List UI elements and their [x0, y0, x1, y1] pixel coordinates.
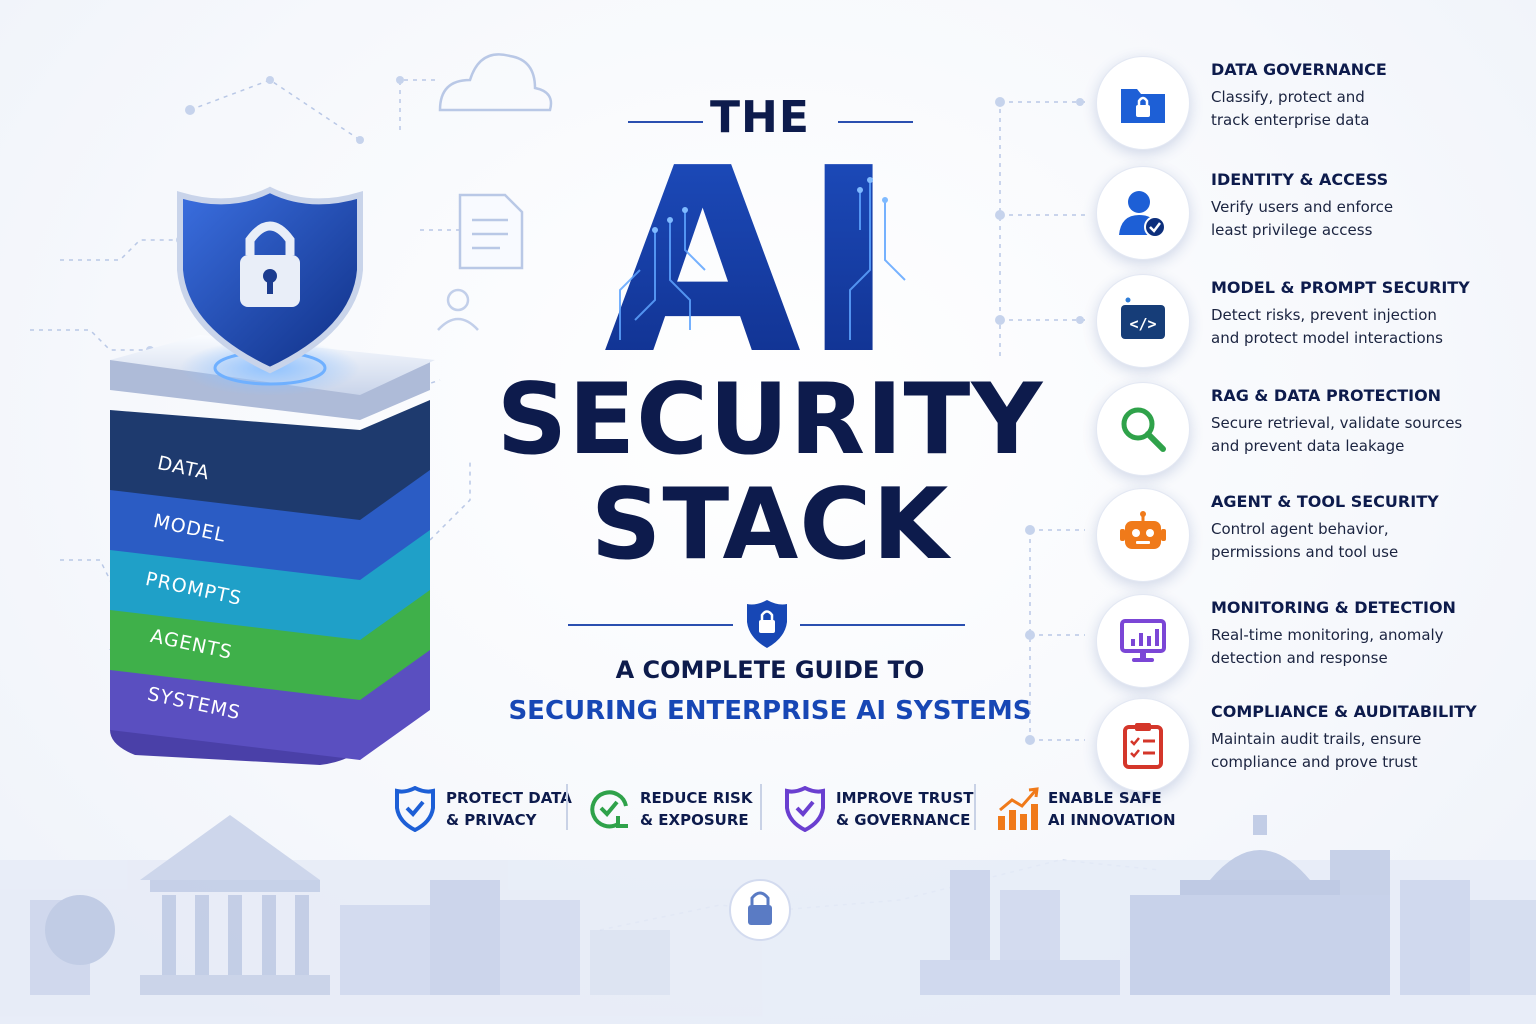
shield-lock-small-icon: [747, 600, 787, 648]
feature-identity-access: IDENTITY & ACCESS Verify users and enfor…: [1096, 166, 1526, 266]
benefit-reduce-risk: REDUCE RISK& EXPOSURE: [588, 780, 758, 836]
magnifier-icon: [1096, 382, 1190, 476]
subtitle-line2: SECURING ENTERPRISE AI SYSTEMS: [508, 696, 1032, 726]
benefit-protect-data: PROTECT DATA& PRIVACY: [394, 780, 572, 836]
feature-title: RAG & DATA PROTECTION: [1211, 386, 1442, 405]
title-the: THE: [710, 92, 810, 143]
benefit-divider: [974, 784, 976, 830]
feature-model-prompt-security: </> MODEL & PROMPT SECURITY Detect risks…: [1096, 274, 1526, 374]
clipboard-check-icon: [1096, 698, 1190, 792]
shield-check-purple-icon: [785, 786, 825, 832]
title-security: SECURITY: [496, 363, 1044, 477]
security-stack-illustration: [110, 186, 435, 765]
code-window-icon: </>: [1096, 274, 1190, 368]
svg-text:</>: </>: [1129, 315, 1156, 333]
feature-title: MODEL & PROMPT SECURITY: [1211, 278, 1470, 297]
benefit-text: PROTECT DATA& PRIVACY: [446, 789, 572, 829]
benefit-improve-trust: IMPROVE TRUST& GOVERNANCE: [784, 780, 973, 836]
divider-left: [568, 624, 733, 626]
layer-data: [110, 400, 430, 520]
subtitle-line1: A COMPLETE GUIDE TO: [615, 656, 925, 684]
shield-lock-icon: [177, 186, 363, 374]
feature-title: COMPLIANCE & AUDITABILITY: [1211, 702, 1477, 721]
feature-title: AGENT & TOOL SECURITY: [1211, 492, 1439, 511]
title-ai-text: AI: [604, 150, 896, 360]
benefit-text: IMPROVE TRUST& GOVERNANCE: [836, 789, 974, 829]
feature-title: DATA GOVERNANCE: [1211, 60, 1387, 79]
feature-title: MONITORING & DETECTION: [1211, 598, 1456, 617]
feature-agent-tool-security: AGENT & TOOL SECURITY Control agent beha…: [1096, 488, 1526, 588]
feature-rag-data-protection: RAG & DATA PROTECTION Secure retrieval, …: [1096, 382, 1526, 482]
monitor-chart-icon: [1096, 594, 1190, 688]
benefit-divider: [566, 784, 568, 830]
title-rule-left: [628, 121, 703, 123]
title-stack: STACK: [590, 468, 950, 582]
benefit-divider: [760, 784, 762, 830]
folder-lock-icon: [1096, 56, 1190, 150]
title-rule-right: [838, 121, 913, 123]
feature-monitoring-detection: MONITORING & DETECTION Real-time monitor…: [1096, 594, 1526, 694]
user-check-icon: [1096, 166, 1190, 260]
feature-title: IDENTITY & ACCESS: [1211, 170, 1389, 189]
title-ai: AI: [604, 150, 906, 360]
divider-right: [800, 624, 965, 626]
robot-icon: [1096, 488, 1190, 582]
cycle-check-icon: [590, 790, 628, 829]
feature-desc: Control agent behavior,permissions and t…: [1211, 520, 1399, 561]
shield-check-icon: [395, 786, 435, 832]
feature-compliance-auditability: COMPLIANCE & AUDITABILITY Maintain audit…: [1096, 698, 1526, 798]
growth-chart-icon: [998, 787, 1039, 830]
benefit-text: REDUCE RISK& EXPOSURE: [640, 789, 753, 829]
